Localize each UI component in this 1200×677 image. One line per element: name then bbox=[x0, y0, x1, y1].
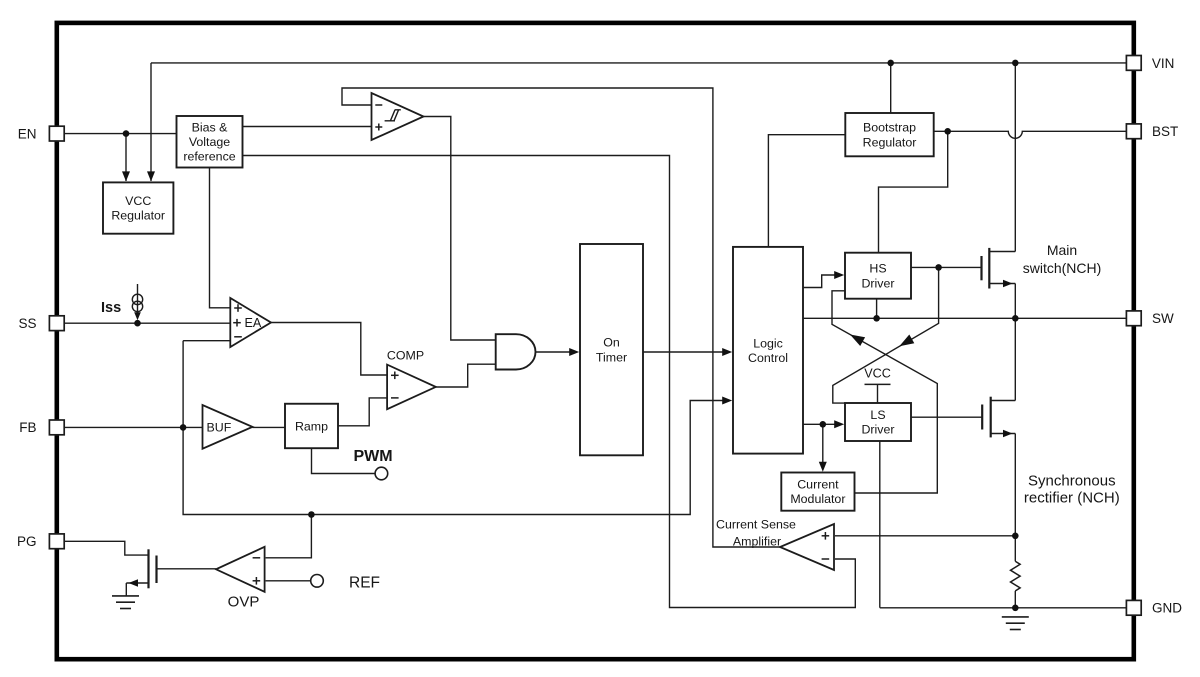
svg-text:VCC: VCC bbox=[864, 366, 891, 380]
svg-text:PG: PG bbox=[17, 534, 37, 549]
svg-text:Amplifier: Amplifier bbox=[733, 535, 781, 549]
svg-text:Main: Main bbox=[1047, 242, 1077, 258]
svg-text:Bias &: Bias & bbox=[192, 121, 229, 135]
svg-text:FB: FB bbox=[19, 420, 36, 435]
svg-text:BUF: BUF bbox=[207, 420, 232, 434]
svg-text:VIN: VIN bbox=[1152, 56, 1175, 71]
svg-text:Driver: Driver bbox=[861, 423, 894, 437]
svg-text:reference: reference bbox=[183, 150, 235, 164]
svg-text:Synchronous: Synchronous bbox=[1028, 472, 1116, 489]
svg-text:Regulator: Regulator bbox=[863, 135, 917, 149]
svg-text:LS: LS bbox=[870, 408, 885, 422]
svg-text:GND: GND bbox=[1152, 600, 1182, 615]
svg-text:Voltage: Voltage bbox=[189, 135, 230, 149]
svg-text:COMP: COMP bbox=[387, 349, 424, 363]
svg-text:rectifier (NCH): rectifier (NCH) bbox=[1024, 490, 1120, 507]
svg-text:Regulator: Regulator bbox=[111, 209, 165, 223]
svg-text:Bootstrap: Bootstrap bbox=[863, 121, 916, 135]
svg-text:Current Sense: Current Sense bbox=[716, 518, 796, 532]
svg-text:BST: BST bbox=[1152, 124, 1178, 139]
svg-text:REF: REF bbox=[349, 574, 380, 591]
svg-text:On: On bbox=[603, 336, 620, 350]
svg-text:SS: SS bbox=[18, 316, 36, 331]
svg-text:Current: Current bbox=[797, 478, 839, 492]
svg-text:Modulator: Modulator bbox=[790, 492, 845, 506]
svg-text:Timer: Timer bbox=[596, 350, 627, 364]
svg-text:OVP: OVP bbox=[228, 594, 260, 611]
svg-text:PWM: PWM bbox=[353, 448, 392, 465]
svg-text:Logic: Logic bbox=[753, 336, 783, 350]
svg-text:Iss: Iss bbox=[101, 300, 121, 316]
svg-text:switch(NCH): switch(NCH) bbox=[1023, 260, 1102, 276]
svg-text:SW: SW bbox=[1152, 311, 1174, 326]
svg-text:VCC: VCC bbox=[125, 194, 151, 208]
svg-text:HS: HS bbox=[869, 262, 886, 276]
svg-text:EN: EN bbox=[18, 126, 37, 141]
svg-text:Ramp: Ramp bbox=[295, 419, 328, 433]
svg-text:Driver: Driver bbox=[861, 276, 894, 290]
svg-text:EA: EA bbox=[245, 316, 262, 330]
svg-text:Control: Control bbox=[748, 351, 788, 365]
